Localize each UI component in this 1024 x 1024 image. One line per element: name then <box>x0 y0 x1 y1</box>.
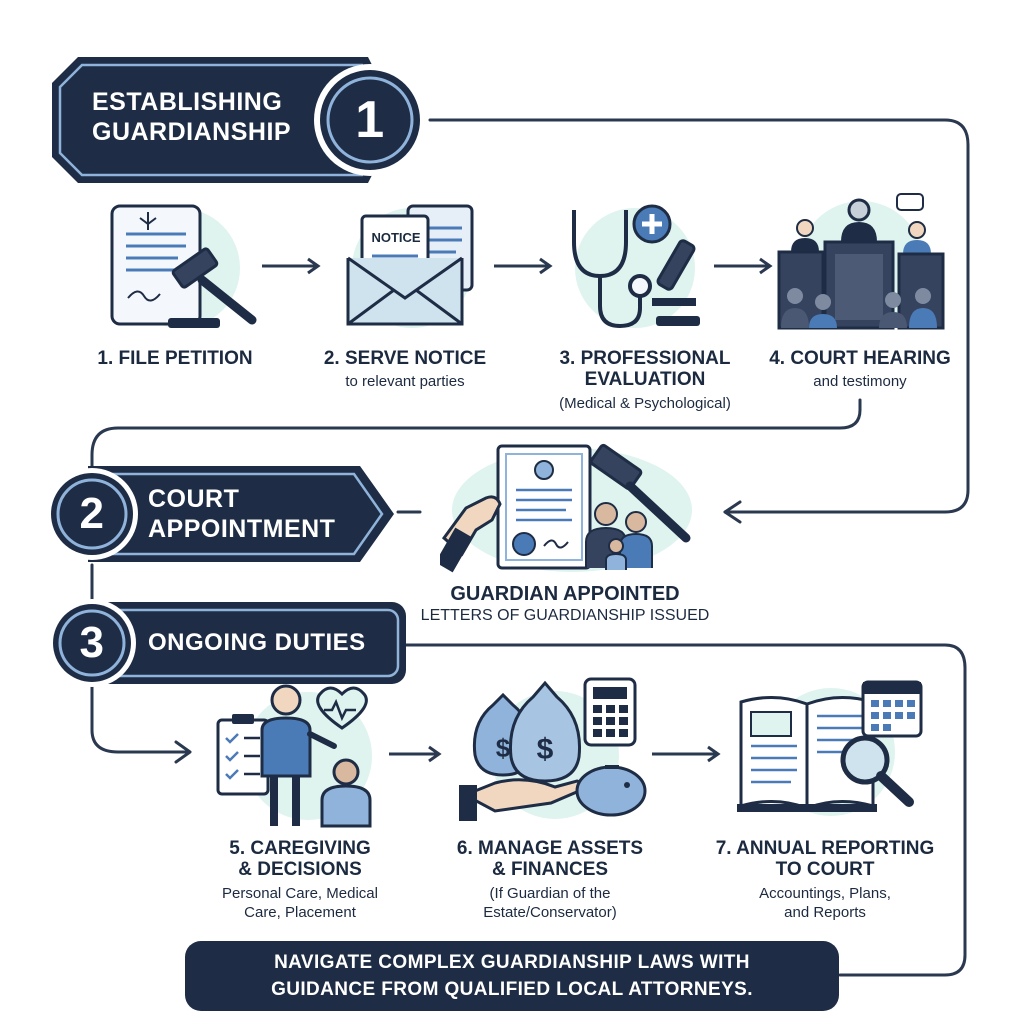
arrow-right-icon <box>714 257 773 275</box>
step-title: 3. PROFESSIONAL EVALUATION <box>559 348 731 390</box>
appointment-title: GUARDIAN APPOINTED <box>450 583 680 605</box>
arrow-right-icon <box>652 745 721 763</box>
step-subtitle: Personal Care, Medical Care, Placement <box>222 885 378 921</box>
caregiving-icon <box>216 684 372 828</box>
step-subtitle: Accountings, Plans, and Reports <box>759 885 891 921</box>
stage-number: 2 <box>79 489 105 538</box>
stage-number: 1 <box>355 91 385 149</box>
step-subtitle: (If Guardian of the Estate/Conservator) <box>483 885 617 921</box>
notice-envelope-icon <box>346 204 474 328</box>
attorney-guidance-banner: NAVIGATE COMPLEX GUARDIANSHIP LAWS WITH … <box>185 941 839 1011</box>
report-book-calendar-icon <box>737 680 923 816</box>
step-subtitle: and testimony <box>813 373 907 390</box>
courtroom-icon <box>777 193 945 330</box>
stage-banner-court-appointment: 2 COURT APPOINTMENT <box>48 458 400 570</box>
money-finances-icon: $ $ <box>459 677 647 821</box>
step-subtitle: (Medical & Psychological) <box>559 395 731 412</box>
arrow-right-icon <box>389 745 442 763</box>
certificate-gavel-icon <box>440 443 692 573</box>
stage-banner-establishing: ESTABLISHING GUARDIANSHIP 1 <box>50 55 430 185</box>
stage-title: ESTABLISHING GUARDIANSHIP <box>92 88 292 146</box>
step-title: 1. FILE PETITION <box>97 348 253 369</box>
stethoscope-microscope-icon <box>572 204 700 329</box>
arrow-right-icon <box>494 257 553 275</box>
svg-text:$: $ <box>537 733 554 766</box>
appointment-subtitle: LETTERS OF GUARDIANSHIP ISSUED <box>420 607 710 624</box>
step-title: 4. COURT HEARING <box>769 348 951 369</box>
arrow-right-icon <box>262 257 321 275</box>
stage-banner-ongoing-duties: 3 ONGOING DUTIES <box>48 598 410 688</box>
notice-label: NOTICE <box>371 230 421 245</box>
step-title: 7. ANNUAL REPORTING TO COURT <box>715 838 935 880</box>
stage-title: COURT APPOINTMENT <box>148 485 336 543</box>
step-title: 5. CAREGIVING & DECISIONS <box>229 838 371 880</box>
petition-gavel-icon <box>110 204 257 328</box>
stage-title: ONGOING DUTIES <box>148 629 366 656</box>
step-subtitle: to relevant parties <box>345 373 465 390</box>
stage-number: 3 <box>79 618 105 667</box>
step-title: 6. MANAGE ASSETS & FINANCES <box>456 838 644 880</box>
step-title: 2. SERVE NOTICE <box>323 348 487 369</box>
svg-text:$: $ <box>496 733 511 763</box>
